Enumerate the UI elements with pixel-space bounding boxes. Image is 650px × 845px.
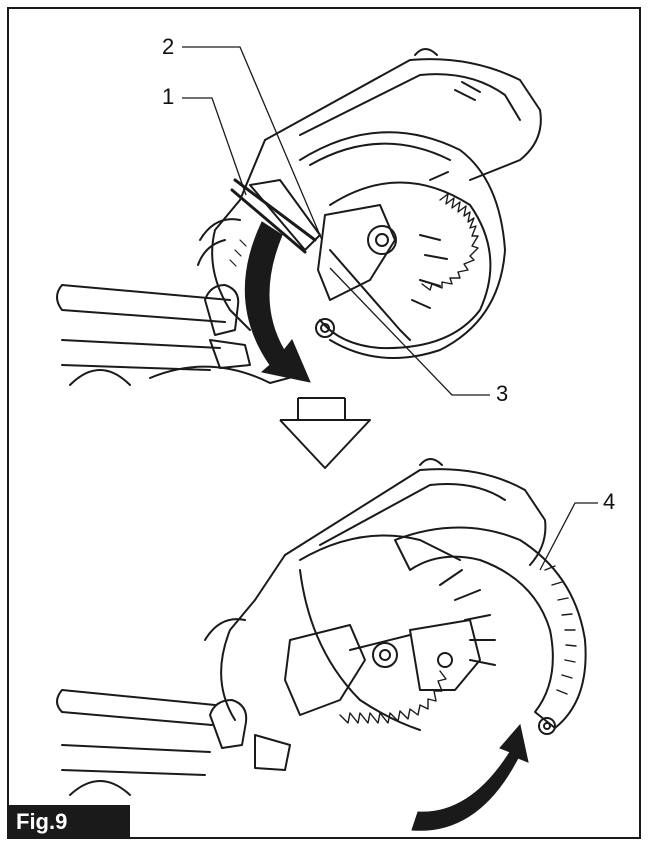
arm-plate-top [317, 204, 396, 301]
figure-frame [7, 7, 641, 839]
callout-3: 3 [496, 381, 509, 406]
saw-bottom [56, 458, 587, 796]
rotate-down-arrow [244, 221, 311, 383]
rotate-up-arrow [411, 723, 529, 831]
callout-2: 2 [162, 34, 175, 59]
saw-top [56, 48, 542, 386]
callout-1: 1 [162, 84, 175, 109]
down-arrow [279, 397, 371, 469]
callout-4: 4 [603, 489, 616, 514]
upper-guard-top [299, 131, 506, 359]
leader-line-4 [539, 502, 598, 571]
figure-label: Fig.9 [8, 805, 130, 839]
slide-rods-top [56, 284, 231, 323]
lower-guard-raised [394, 526, 587, 729]
leader-lines-top [182, 46, 490, 396]
safety-lever [230, 178, 317, 254]
handle-top [264, 58, 542, 181]
